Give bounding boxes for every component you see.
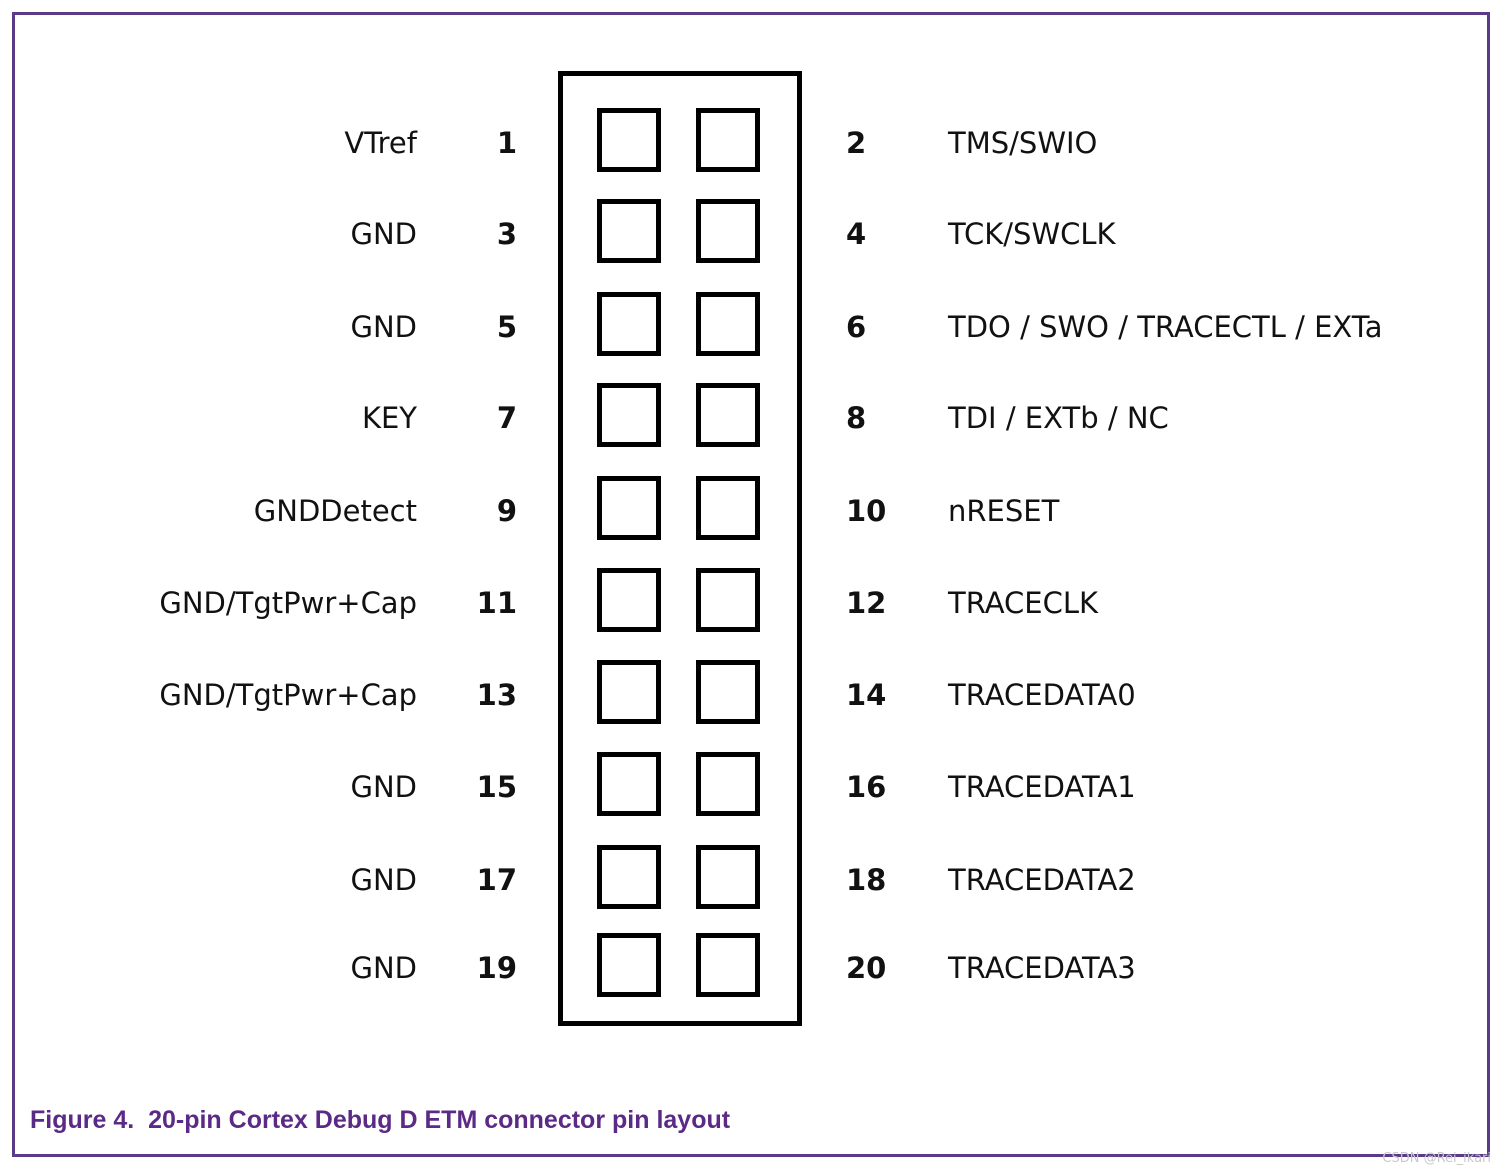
pin-odd [597,476,661,540]
left-pin-signal: GND [350,770,418,804]
pin-odd [597,752,661,816]
left-pin-signal: GND [350,951,418,985]
pin-even [696,292,760,356]
left-pin-number: 1 [496,126,517,160]
left-pin-number: 11 [476,586,517,620]
pin-odd [597,199,661,263]
right-pin-number: 18 [846,863,887,897]
pin-even [696,476,760,540]
pin-odd [597,568,661,632]
right-pin-signal: TRACEDATA1 [948,770,1136,804]
left-pin-number: 9 [496,494,517,528]
right-pin-number: 4 [846,217,867,251]
connector-body [558,71,802,1026]
left-pin-number: 13 [476,678,517,712]
left-pin-signal: GNDDetect [253,494,417,528]
right-pin-signal: TCK/SWCLK [948,217,1116,251]
left-pin-signal: GND [350,217,418,251]
pin-odd [597,660,661,724]
left-pin-number: 17 [476,863,517,897]
left-pin-signal: GND/TgtPwr+Cap [159,678,417,712]
left-pin-signal: VTref [344,126,417,160]
figure-frame [12,12,1490,1157]
left-pin-number: 3 [496,217,517,251]
left-pin-number: 5 [496,310,517,344]
left-pin-signal: GND [350,310,418,344]
pin-odd [597,383,661,447]
figure-caption: Figure 4. 20-pin Cortex Debug D ETM conn… [30,1106,731,1134]
right-pin-signal: TRACEDATA2 [948,863,1136,897]
watermark: CSDN @Rei_ikari [1382,1151,1491,1166]
right-pin-number: 14 [846,678,887,712]
right-pin-number: 6 [846,310,867,344]
pin-odd [597,108,661,172]
left-pin-signal: KEY [361,401,417,435]
right-pin-signal: TDO / SWO / TRACECTL / EXTa [948,310,1383,344]
right-pin-number: 20 [846,951,887,985]
right-pin-signal: TDI / EXTb / NC [948,401,1169,435]
left-pin-signal: GND/TgtPwr+Cap [159,586,417,620]
pin-even [696,568,760,632]
left-pin-number: 7 [496,401,517,435]
right-pin-signal: TMS/SWIO [948,126,1098,160]
left-pin-number: 15 [476,770,517,804]
pin-even [696,199,760,263]
right-pin-number: 8 [846,401,867,435]
pin-odd [597,292,661,356]
right-pin-number: 12 [846,586,887,620]
right-pin-signal: TRACEDATA3 [948,951,1136,985]
pin-odd [597,933,661,997]
right-pin-number: 2 [846,126,867,160]
right-pin-number: 16 [846,770,887,804]
pin-even [696,660,760,724]
pin-even [696,108,760,172]
pin-even [696,933,760,997]
right-pin-number: 10 [846,494,887,528]
left-pin-number: 19 [476,951,517,985]
right-pin-signal: nRESET [948,494,1060,528]
pin-even [696,845,760,909]
pin-odd [597,845,661,909]
right-pin-signal: TRACEDATA0 [948,678,1136,712]
right-pin-signal: TRACECLK [948,586,1099,620]
left-pin-signal: GND [350,863,418,897]
pin-even [696,752,760,816]
pin-even [696,383,760,447]
